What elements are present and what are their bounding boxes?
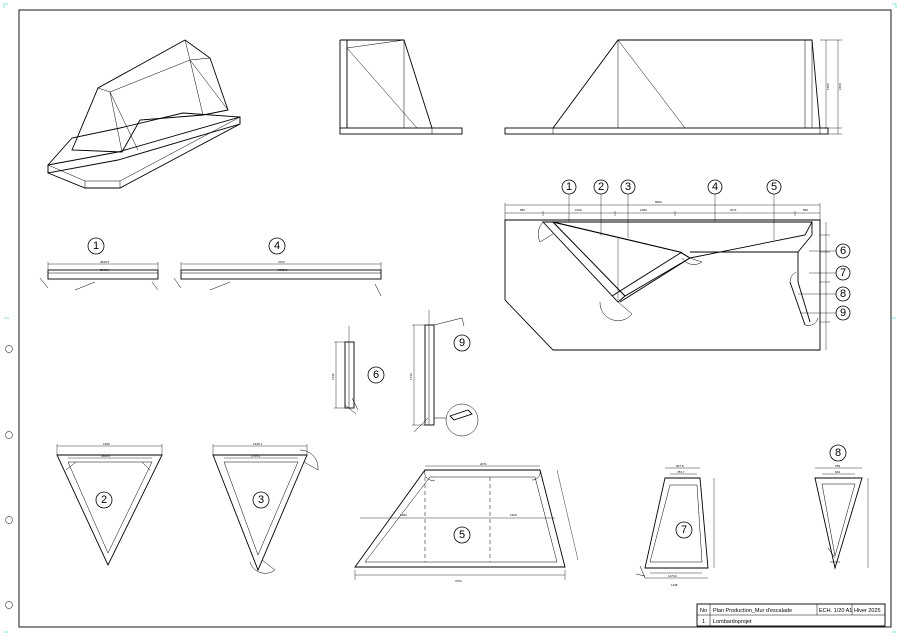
dim-tri2-inner: 1860.5 [101, 454, 111, 458]
dim-height-2: 2400 [838, 83, 842, 90]
callout-part-9: 9 [453, 334, 471, 352]
part-8-detail: 789 623 [814, 464, 869, 570]
dim-panel8-top2: 623 [835, 470, 840, 474]
svg-text:3: 3 [625, 181, 631, 193]
callout-plan-2: 2 [593, 179, 609, 195]
callout-part-1: 1 [87, 237, 105, 255]
crop-marks [3, 3, 897, 633]
svg-text:3: 3 [258, 494, 264, 506]
callout-part-5: 5 [453, 526, 471, 544]
title-block: No Plan Production_Mur d'escalade ECH. 1… [696, 603, 886, 627]
binder-holes [5, 345, 13, 609]
svg-text:9: 9 [459, 337, 465, 349]
dim-panel5-bottom: 3764 [455, 579, 462, 583]
dim-tri3-inner: 1765.3 [251, 454, 261, 458]
dim-panel5-mid-right: 1520 [510, 513, 517, 517]
svg-text:5: 5 [771, 181, 777, 193]
callout-plan-4: 4 [707, 179, 723, 195]
dim-plan-seg1: 860 [520, 208, 525, 212]
dim-plate9-length: 1730 [409, 373, 413, 380]
svg-text:7: 7 [681, 524, 687, 536]
dim-height-1: 1900 [826, 83, 830, 90]
dim-panel7-bottom2: 1138 [671, 583, 678, 587]
svg-text:4: 4 [274, 240, 280, 252]
part-1-detail: 2840.5 2843.0 [39, 260, 159, 291]
callout-part-8: 8 [829, 444, 847, 462]
dim-plan-seg3: 1280 [640, 208, 647, 212]
dim-panel5-mid-left: 1280 [400, 513, 407, 517]
svg-text:8: 8 [835, 447, 841, 459]
dim-tri3-top: 1945.1 [253, 442, 263, 446]
callout-plan-8: 8 [835, 286, 851, 302]
svg-text:6: 6 [840, 245, 846, 257]
dim-panel5-top: 2071 [480, 462, 487, 466]
svg-text:1: 1 [93, 240, 99, 252]
dim-plan-total: 6860 [655, 200, 662, 204]
part-6-detail: 1138 [331, 326, 359, 415]
svg-text:4: 4 [712, 181, 718, 193]
svg-text:6: 6 [373, 369, 379, 381]
callout-part-7: 7 [675, 521, 693, 539]
svg-text:8: 8 [840, 288, 846, 300]
svg-text:1: 1 [566, 181, 572, 193]
svg-text:5: 5 [459, 529, 465, 541]
callout-plan-7: 7 [835, 265, 851, 281]
sheet-border [18, 9, 892, 628]
svg-text:2: 2 [598, 181, 604, 193]
dim-plate1-length: 2840.5 [100, 260, 110, 264]
svg-text:2: 2 [101, 494, 107, 506]
dim-plan-seg5: 860 [803, 208, 808, 212]
callout-plan-3: 3 [620, 179, 636, 195]
part-7-detail: 907.8 783.7 1170.0 1138 [635, 464, 715, 587]
title-block-season: Hiver 2025 [854, 608, 881, 614]
plan-callouts: 1 2 3 4 5 6 7 8 9 [561, 179, 851, 321]
title-block-row-no: 1 [702, 619, 705, 625]
dim-panel7-top2: 783.7 [677, 470, 685, 474]
title-block-title: Plan Production_Mur d'escalade [713, 608, 792, 614]
title-block-company: Lombardoprojet [713, 619, 752, 625]
dim-plate4-length2: 3765.0 [278, 268, 288, 272]
dim-panel7-top: 907.8 [676, 464, 684, 468]
callout-plan-9: 9 [835, 305, 851, 321]
dim-plan-seg2: 1520 [575, 208, 582, 212]
dim-plate1-length2: 2843.0 [100, 268, 110, 272]
svg-text:9: 9 [840, 307, 846, 319]
callout-part-3: 3 [252, 491, 270, 509]
part-3-detail: 1945.1 1765.3 [212, 442, 319, 574]
callout-plan-6: 6 [835, 243, 851, 259]
dim-plate6-length: 1138 [331, 373, 335, 380]
part-9-detail: 1730 [409, 310, 479, 437]
dim-panel8-top: 789 [835, 464, 840, 468]
title-block-scale: ECH. 1/20 A1 [819, 608, 852, 614]
callout-plan-1: 1 [561, 179, 577, 195]
dim-plan-seg4: 2071 [730, 208, 737, 212]
dim-tri2-top: 1950 [103, 442, 110, 446]
part-2-detail: 1950 1860.5 [56, 442, 163, 567]
callout-part-2: 2 [95, 491, 113, 509]
callout-plan-5: 5 [766, 179, 782, 195]
front-view: 1900 2400 [504, 39, 842, 135]
title-block-no-header: No [700, 608, 707, 614]
isometric-view [47, 39, 241, 189]
callout-part-4: 4 [268, 237, 286, 255]
callout-part-6: 6 [367, 366, 385, 384]
side-view [339, 39, 463, 135]
dim-panel7-bottom: 1170.0 [668, 574, 677, 578]
plan-view: 6860 860 1520 1280 2071 860 [504, 194, 836, 351]
part-4-detail: 3764 3765.0 [173, 260, 382, 297]
svg-text:7: 7 [840, 267, 846, 279]
part-5-detail: 2071 3764 1280 1520 [354, 462, 579, 583]
dim-plate4-length: 3764 [278, 260, 285, 264]
